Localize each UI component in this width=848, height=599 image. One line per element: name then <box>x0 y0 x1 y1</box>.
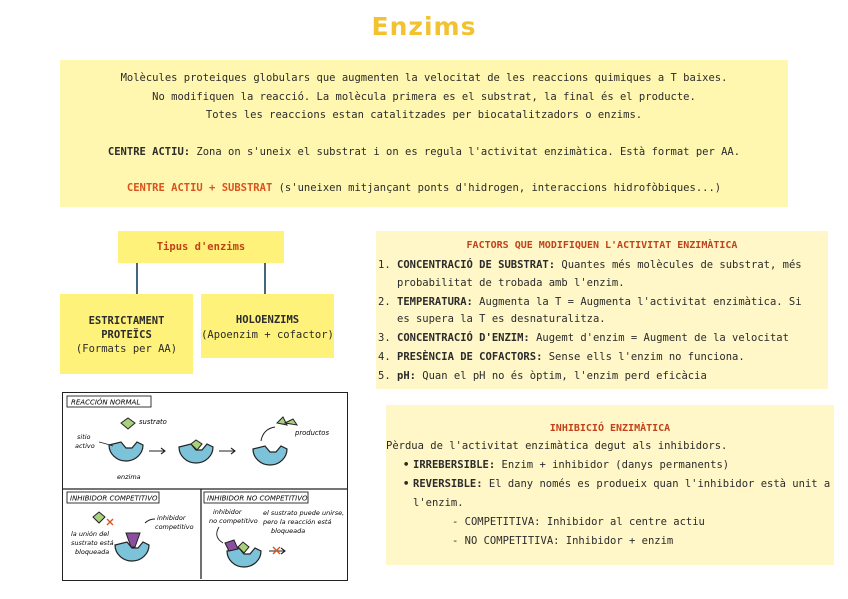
inhibicio-box: INHIBICIÓ ENZIMÀTICA Pèrdua de l'activit… <box>386 405 834 565</box>
factor-label: CONCENTRACIÓ DE SUBSTRAT: <box>397 259 556 271</box>
label-sustrato: sustrato <box>139 418 167 426</box>
header-box-comp <box>66 491 160 504</box>
label-bloqueada-2: bloqueada <box>271 527 305 535</box>
factor-text: Quantes més molècules de substrat, més p… <box>397 259 802 289</box>
irr-label: IRREBERSIBLE: <box>413 459 496 471</box>
card-b-sub: (Apoenzim + cofactor) <box>201 329 334 341</box>
factor-label: TEMPERATURA: <box>397 295 473 308</box>
irr-text: Enzim + inhibidor (danys permanents) <box>495 459 730 471</box>
centre-substrat-label: CENTRE ACTIU + SUBSTRAT <box>126 182 273 194</box>
arrow-nc <box>216 526 224 544</box>
enzyme-2 <box>178 439 214 464</box>
label-activo: activo <box>75 442 95 450</box>
nc-enzyme <box>224 539 262 568</box>
rev-text-1: El dany només es produeix quan l'inhibid… <box>482 478 831 490</box>
label-nc-puede: el sustrato puede unirse, <box>263 509 344 517</box>
factor-text: Quan el pH no és òptim, l'enzim perd efi… <box>415 370 707 382</box>
centre-substrat-line: CENTRE ACTIU + SUBSTRAT (s'uneixen mitja… <box>60 179 788 198</box>
factor-item: PRESÈNCIA DE COFACTORS: Sense ells l'enz… <box>397 349 828 367</box>
inhibicio-item-irreversible: •IRREBERSIBLE: Enzim + inhibidor (danys … <box>403 459 730 471</box>
comp-substrate <box>92 511 106 524</box>
label-competitivo: competitivo <box>155 523 194 531</box>
intro-line-2: No modifiquen la reacció. La molècula pr… <box>152 90 696 103</box>
centre-actiu-line: CENTRE ACTIU: Zona on s'uneix el substra… <box>60 143 788 162</box>
label-nc-inhibidor: inhibidor <box>213 508 243 516</box>
inhibicio-title: INHIBICIÓ ENZIMÀTICA <box>549 423 671 434</box>
label-sustrato-esta: sustrato está <box>71 539 114 547</box>
card-b-title: HOLOENZIMS <box>235 314 300 326</box>
card-a-sub: (Formats per AA) <box>75 343 178 355</box>
factor-label: PRESÈNCIA DE COFACTORS: <box>397 351 543 363</box>
rev-label: REVERSIBLE: <box>413 478 483 490</box>
arrow-1 <box>149 447 166 455</box>
intro-line-3: Totes les reaccions estan catalitzades p… <box>205 109 643 121</box>
inhibicio-list: •IRREBERSIBLE: Enzim + inhibidor (danys … <box>386 456 834 513</box>
inhibicio-item-reversible: •REVERSIBLE: El dany només es produeix q… <box>403 478 831 509</box>
card-a-title-1: ESTRICTAMENT <box>88 315 165 327</box>
arrow-2 <box>219 447 236 455</box>
factor-label: pH: <box>397 370 416 382</box>
inhibicio-desc: Pèrdua de l'activitat enzimàtica degut a… <box>386 440 728 452</box>
nc-cross <box>272 546 281 555</box>
diagram-svg: REACCIÓN NORMAL INHIBIDOR COMPETITIVO IN… <box>63 395 347 579</box>
arrow-inhibidor <box>144 518 156 524</box>
rev-text-2: l'enzim. <box>413 497 464 509</box>
enzyme-3 <box>252 445 288 466</box>
intro-box: Molècules proteiques globulars que augme… <box>60 60 788 207</box>
comp-enzyme <box>114 532 150 562</box>
enzyme-1 <box>108 441 144 462</box>
label-productos: productos <box>294 429 329 437</box>
connector-left <box>136 263 138 294</box>
label-nc-nocomp: no competitivo <box>209 517 258 525</box>
label-bloqueada-1: bloqueada <box>75 548 109 556</box>
arrow-sitio <box>98 441 114 447</box>
header-box-normal <box>66 395 152 408</box>
factor-text: Sense ells l'enzim no funciona. <box>542 351 745 363</box>
centre-actiu-label: CENTRE ACTIU: <box>107 145 191 158</box>
enzyme-diagram: REACCIÓN NORMAL INHIBIDOR COMPETITIVO IN… <box>62 392 348 581</box>
arrow-products <box>260 426 276 442</box>
header-nocomp: INHIBIDOR NO COMPETITIVO <box>207 495 308 503</box>
centre-substrat-text: (s'uneixen mitjançant ponts d'hidrogen, … <box>272 182 722 194</box>
factors-list: CONCENTRACIÓ DE SUBSTRAT: Quantes més mo… <box>376 257 828 386</box>
factor-item: CONCENTRACIÓ D'ENZIM: Augemt d'enzim = A… <box>397 330 828 348</box>
factors-box: FACTORS QUE MODIFIQUEN L'ACTIVITAT ENZIM… <box>376 231 828 389</box>
sub-competitiva: - COMPETITIVA: Inhibidor al centre actiu <box>452 516 705 528</box>
label-sitio: sitio <box>77 433 91 441</box>
header-comp: INHIBIDOR COMPETITIVO <box>70 495 158 503</box>
factor-item: CONCENTRACIÓ DE SUBSTRAT: Quantes més mo… <box>397 257 828 292</box>
card-a-title-2: PROTEÏCS <box>101 329 152 341</box>
header-normal: REACCIÓN NORMAL <box>71 398 140 407</box>
card-estrictament-proteics: ESTRICTAMENT PROTEÏCS (Formats per AA) <box>60 294 193 374</box>
sub-no-competitiva: - NO COMPETITIVA: Inhibidor + enzim <box>452 535 674 547</box>
product-2 <box>283 418 299 426</box>
factor-text: Augmenta la T = Augmenta l'activitat enz… <box>397 295 802 326</box>
header-box-nocomp <box>203 491 309 504</box>
factor-label: CONCENTRACIÓ D'ENZIM: <box>397 332 530 344</box>
label-inhibidor: inhibidor <box>157 514 187 522</box>
product-1 <box>275 416 288 426</box>
label-nc-pero: pero la reacción está <box>262 518 331 526</box>
card-holoenzims: HOLOENZIMS (Apoenzim + cofactor) <box>201 294 334 358</box>
factors-title: FACTORS QUE MODIFIQUEN L'ACTIVITAT ENZIM… <box>466 240 738 251</box>
factor-text: Augemt d'enzim = Augment de la velocitat <box>529 332 789 344</box>
substrate-shape <box>120 417 136 430</box>
comp-cross <box>106 518 114 526</box>
centre-actiu-text: Zona on s'uneix el substrat i on es regu… <box>190 145 741 158</box>
tipus-header: Tipus d'enzims <box>118 231 284 263</box>
page-title: Enzims <box>371 12 477 41</box>
label-enzima: enzima <box>117 473 141 481</box>
factor-item: pH: Quan el pH no és òptim, l'enzim perd… <box>397 368 828 386</box>
label-union: la unión del <box>71 530 109 538</box>
connector-right <box>264 263 266 294</box>
intro-line-1: Molècules proteiques globulars que augme… <box>120 72 728 84</box>
factor-item: TEMPERATURA: Augmenta la T = Augmenta l'… <box>397 294 828 329</box>
